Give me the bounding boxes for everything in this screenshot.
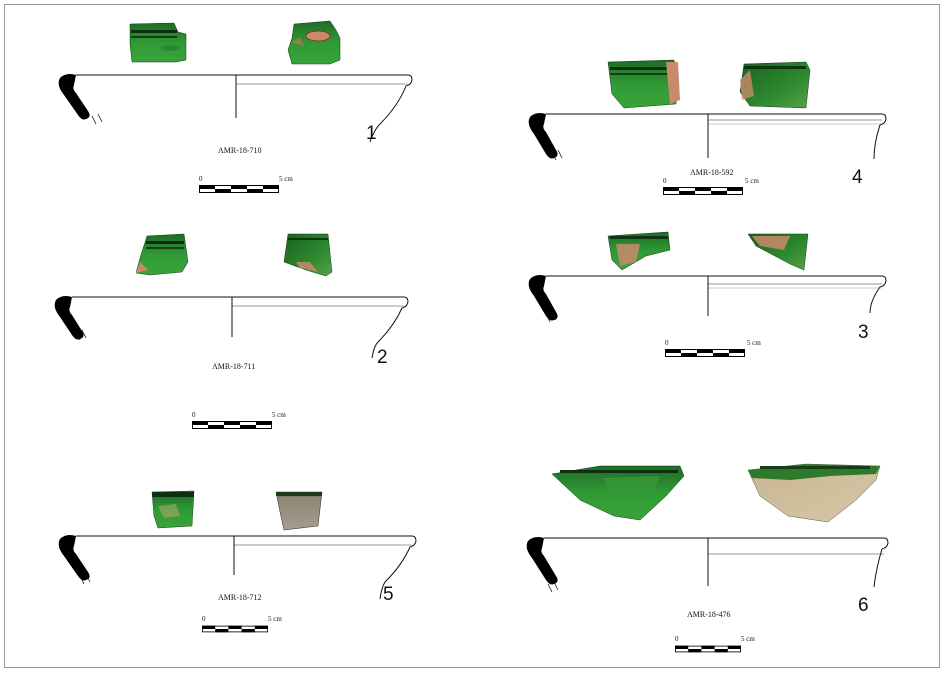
catalogue-code-2: AMR-18-711: [212, 362, 256, 371]
scale-bar-2: 0 5 cm: [192, 412, 286, 430]
scale-bar-graphic: [199, 185, 279, 193]
scale-bar-graphic: [202, 625, 268, 633]
scale-bar-graphic: [192, 421, 272, 429]
scale-bar-graphic: [675, 645, 741, 653]
sherd-photo-4a: [607, 59, 680, 109]
catalogue-code-1: AMR-18-710: [218, 146, 262, 155]
figure-number-3: 3: [858, 322, 869, 343]
sherd-photo-4b: [739, 61, 811, 109]
sherd-photo-3a: [607, 231, 671, 271]
sherd-photo-3b: [747, 233, 809, 271]
sherd-photo-1a: [129, 22, 187, 63]
vessel-profile-5: [58, 535, 417, 600]
figure-number-2: 2: [377, 347, 388, 368]
vessel-profile-2: [54, 296, 409, 359]
sherd-photo-5a: [151, 490, 195, 529]
vessel-profile-3: [528, 275, 887, 323]
sherd-photo-6a: [551, 465, 685, 521]
vessel-profile-6: [526, 537, 889, 593]
scale-bar-5: 0 5 cm: [202, 616, 292, 634]
vessel-profile-4: [528, 113, 887, 161]
figure-frame: [4, 4, 940, 668]
scale-bar-4: 0 5 cm: [663, 178, 763, 196]
scale-bar-1: 0 5 cm: [199, 176, 293, 194]
scale-bar-graphic: [663, 187, 743, 195]
scale-bar-graphic: [665, 349, 745, 357]
figure-number-1: 1: [366, 123, 377, 144]
sherd-photo-2a: [135, 233, 189, 276]
sherd-photo-6b: [747, 463, 881, 523]
catalogue-code-6: AMR-18-476: [687, 610, 731, 619]
catalogue-code-4: AMR-18-592: [690, 168, 734, 177]
scale-bar-6: 0 5 cm: [675, 636, 765, 654]
figure-number-5: 5: [383, 584, 394, 605]
vessel-profile-1: [58, 74, 413, 143]
figure-number-4: 4: [852, 167, 863, 188]
sherd-photo-1b: [287, 20, 341, 65]
catalogue-code-5: AMR-18-712: [218, 593, 262, 602]
scale-bar-3: 0 5 cm: [665, 340, 765, 358]
figure-number-6: 6: [858, 595, 869, 616]
sherd-photo-5b: [275, 491, 323, 531]
sherd-photo-2b: [283, 233, 333, 277]
